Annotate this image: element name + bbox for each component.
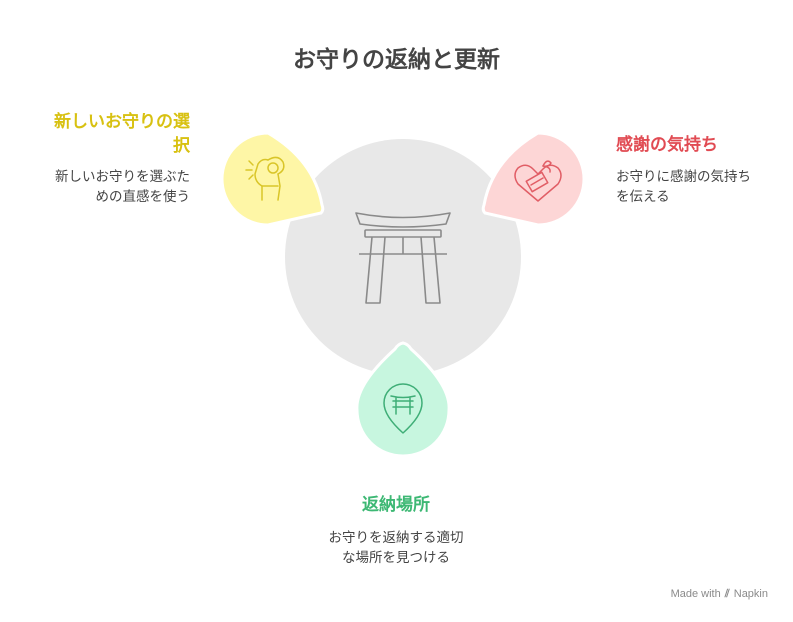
napkin-logo-icon: ⫽	[724, 588, 730, 600]
left-node-heading: 新しいお守りの選 択	[54, 112, 190, 156]
page-title: お守りの返納と更新	[293, 47, 500, 73]
shrine-pin-icon	[383, 383, 423, 434]
napkin-watermark[interactable]: Made with ⫽ Napkin	[671, 588, 768, 601]
bottom-node-description: お守りを返納する適切 な場所を見つける	[328, 530, 464, 566]
right-node-shape	[481, 131, 586, 227]
right-node-heading: 感謝の気持ち	[616, 135, 718, 155]
watermark-prefix: Made with	[670, 588, 721, 600]
center-circle	[285, 139, 521, 375]
watermark-brand: Napkin	[733, 588, 768, 600]
bottom-node-shape	[355, 341, 451, 458]
hand-pick-icon	[245, 156, 285, 201]
right-node-description: お守りに感謝の気持ち を伝える	[616, 169, 751, 205]
left-node-description: 新しいお守りを選ぶた めの直感を使う	[55, 169, 190, 205]
heart-gift-icon	[514, 160, 562, 202]
left-node-shape	[220, 131, 325, 227]
torii-gate-icon	[355, 212, 451, 304]
bottom-node-heading: 返納場所	[362, 495, 430, 515]
